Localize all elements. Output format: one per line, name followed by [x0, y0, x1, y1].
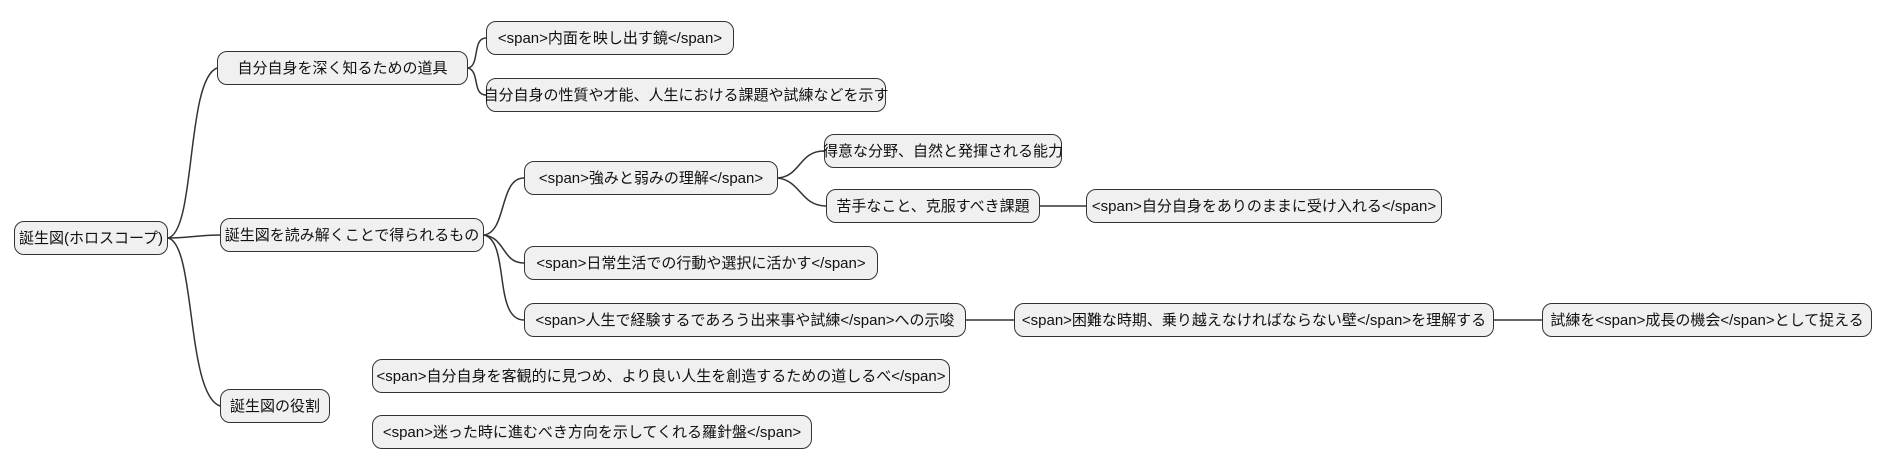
- node-growth-opportunity: 試練を<span>成長の機会</span>として捉える: [1542, 303, 1872, 337]
- edge-root-to-readings: [167, 234, 221, 239]
- node-inner-mirror: <span>内面を映し出す鏡</span>: [486, 21, 734, 55]
- node-tool-for-self-knowledge: 自分自身を深く知るための道具: [217, 51, 468, 85]
- node-self-acceptance: <span>自分自身をありのままに受け入れる</span>: [1086, 189, 1442, 223]
- node-strengths-weaknesses: <span>強みと弱みの理解</span>: [524, 161, 778, 195]
- edge-readings-to-strengths: [483, 177, 525, 236]
- edge-strengths-to-challenges: [777, 177, 827, 207]
- node-daily-life-application: <span>日常生活での行動や選択に活かす</span>: [524, 246, 878, 280]
- edge-readings-to-daily: [483, 234, 525, 264]
- edge-tool-to-traits: [467, 67, 487, 96]
- node-life-events-hints: <span>人生で経験するであろう出来事や試練</span>への示唆: [524, 303, 966, 337]
- node-challenges-to-overcome: 苦手なこと、克服すべき課題: [826, 189, 1040, 223]
- node-compass: <span>迷った時に進むべき方向を示してくれる羅針盤</span>: [372, 415, 812, 449]
- edge-readings-to-events: [483, 234, 525, 321]
- node-difficult-periods: <span>困難な時期、乗り越えなければならない壁</span>を理解する: [1014, 303, 1494, 337]
- edge-tool-to-mirror: [467, 37, 487, 69]
- node-birth-chart-role: 誕生図の役割: [220, 389, 330, 423]
- edge-root-to-role: [167, 237, 221, 407]
- node-natural-abilities: 得意な分野、自然と発揮される能力: [823, 134, 1063, 168]
- node-guidepost: <span>自分自身を客観的に見つめ、より良い人生を創造するための道しるべ</s…: [372, 359, 950, 393]
- edge-root-to-tool: [167, 67, 218, 239]
- edge-strengths-to-abilities: [777, 150, 825, 179]
- node-readings-benefits: 誕生図を読み解くことで得られるもの: [220, 218, 484, 252]
- node-root: 誕生図(ホロスコープ): [14, 221, 168, 255]
- node-traits-and-talents: 自分自身の性質や才能、人生における課題や試練などを示す: [484, 78, 889, 112]
